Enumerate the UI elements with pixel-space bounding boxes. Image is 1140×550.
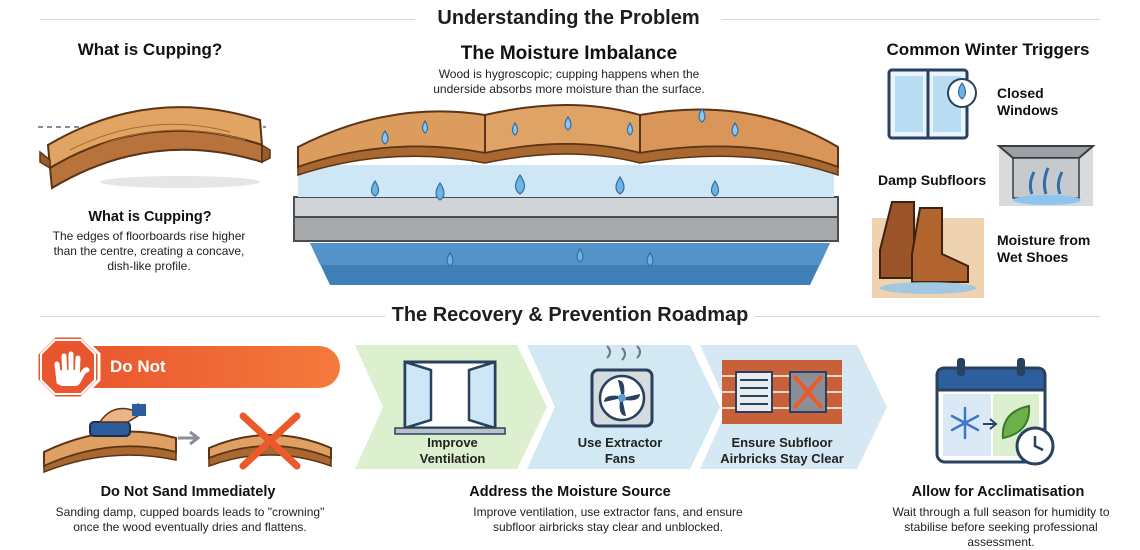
section-title-understanding: Understanding the Problem bbox=[437, 7, 700, 29]
stop-hand-icon bbox=[35, 334, 101, 400]
window-icon bbox=[887, 68, 977, 140]
arrow-right-icon bbox=[178, 430, 201, 446]
moisture-source-heading: Address the Moisture Source bbox=[469, 484, 671, 500]
acclimatise-heading: Allow for Acclimatisation bbox=[911, 484, 1085, 500]
trigger-wet-shoes: Moisture from Wet Shoes bbox=[997, 232, 1091, 265]
step-improve-ventilation: Improve Ventilation bbox=[419, 435, 486, 466]
trigger-closed-windows: Closed Windows bbox=[997, 85, 1059, 118]
moisture-heading: The Moisture Imbalance bbox=[460, 43, 678, 64]
crowned-board-x-icon bbox=[208, 412, 332, 470]
moisture-source-description: Improve ventilation, use extractor fans,… bbox=[473, 505, 743, 534]
calendar-icon bbox=[935, 358, 1055, 466]
step-airbricks: Ensure Subfloor Airbricks Stay Clear bbox=[720, 435, 844, 466]
airbrick-icon[interactable] bbox=[722, 360, 842, 430]
moisture-description: Wood is hygroscopic; cupping happens whe… bbox=[433, 67, 705, 96]
trigger-damp-subfloors: Damp Subfloors bbox=[878, 172, 987, 188]
triggers-heading: Common Winter Triggers bbox=[886, 40, 1090, 59]
do-not-banner bbox=[70, 346, 340, 388]
cupping-description: The edges of floorboards rise higher tha… bbox=[52, 229, 246, 273]
cupping-subheading: What is Cupping? bbox=[88, 209, 212, 225]
cupped-board-illustration bbox=[38, 106, 271, 190]
wet-boots-icon bbox=[872, 201, 984, 298]
open-window-icon[interactable] bbox=[394, 358, 506, 438]
do-not-description: Sanding damp, cupped boards leads to "cr… bbox=[55, 505, 325, 534]
sanding-board-icon bbox=[43, 402, 177, 474]
extractor-fan-icon[interactable] bbox=[572, 345, 672, 430]
section-title-roadmap: The Recovery & Prevention Roadmap bbox=[391, 304, 749, 326]
damp-subfloor-icon bbox=[996, 145, 1096, 206]
do-not-heading: Do Not Sand Immediately bbox=[100, 484, 276, 500]
acclimatise-description: Wait through a full season for humidity … bbox=[892, 505, 1110, 549]
cupping-heading: What is Cupping? bbox=[77, 40, 223, 59]
do-not-badge-label: Do Not bbox=[110, 357, 166, 376]
step-extractor-fans: Use Extractor Fans bbox=[577, 435, 663, 466]
moisture-imbalance-illustration bbox=[293, 104, 839, 285]
